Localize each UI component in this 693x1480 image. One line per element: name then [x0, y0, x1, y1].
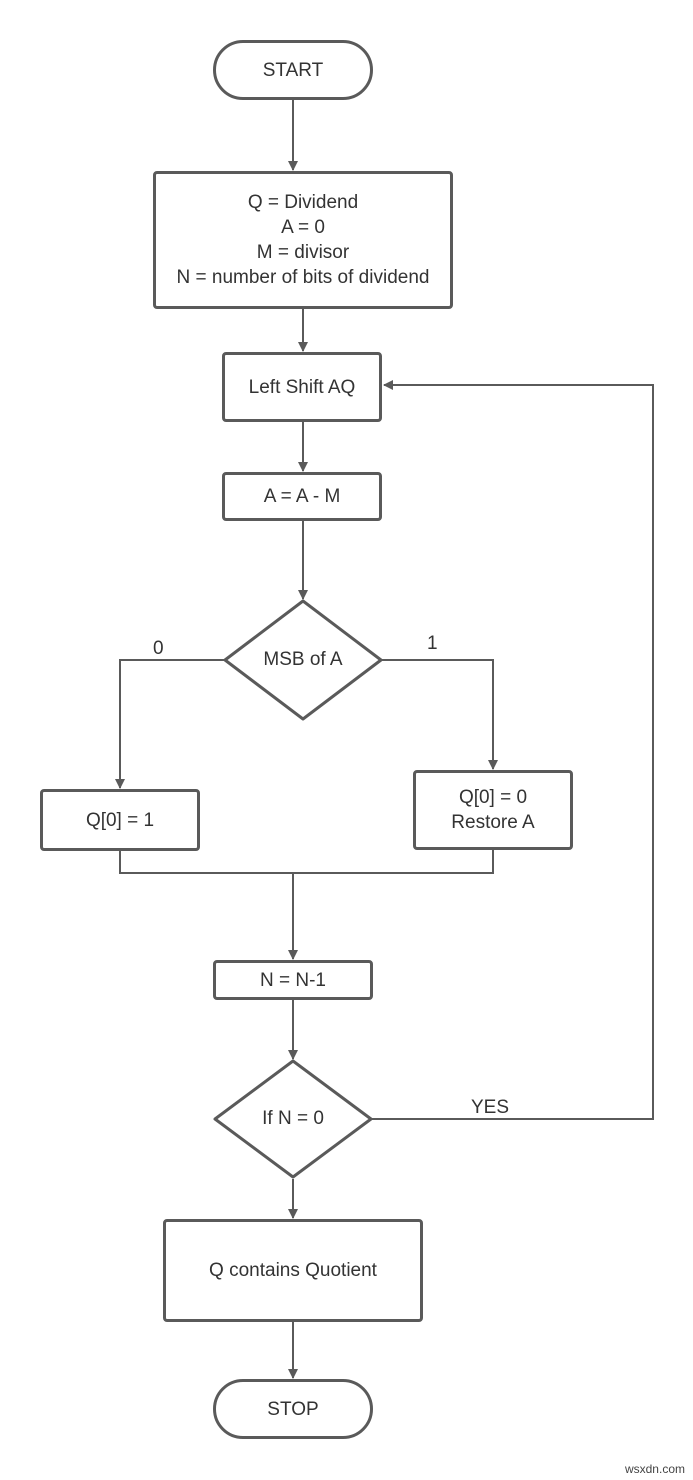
restore-line-q: Q[0] = 0 [458, 787, 528, 808]
edge-yes-loop-to-shift [371, 380, 654, 1120]
shift-label: Left Shift AQ [248, 376, 356, 398]
edge-msb-one-to-restore [381, 659, 498, 770]
msb-one-label: 1 [427, 633, 438, 654]
msb-zero-label: 0 [153, 638, 164, 659]
subtract-process-box: A = A - M [222, 472, 382, 521]
start-label: START [262, 59, 324, 81]
stop-terminal: STOP [213, 1379, 373, 1439]
loop-yes-label: YES [471, 1097, 510, 1118]
restore-process-box: Q[0] = 0 Restore A [413, 770, 573, 850]
init-line-n: N = number of bits of dividend [176, 267, 430, 288]
msb-decision-shape [223, 599, 383, 721]
subtract-label: A = A - M [263, 486, 341, 507]
stop-label: STOP [267, 1398, 319, 1420]
result-label: Q contains Quotient [209, 1260, 377, 1281]
shift-process-box: Left Shift AQ [222, 352, 382, 422]
edge-q1-merge [119, 850, 494, 874]
restore-line-a: Restore A [451, 812, 535, 833]
init-process-box: Q = Dividend A = 0 M = divisor N = numbe… [153, 171, 453, 309]
set-q1-process-box: Q[0] = 1 [40, 789, 200, 851]
set-q1-label: Q[0] = 1 [85, 809, 155, 831]
result-process-box: Q contains Quotient [163, 1219, 423, 1322]
n-decision-shape [213, 1059, 373, 1179]
init-line-q: Q = Dividend [247, 192, 359, 213]
decrement-process-box: N = N-1 [213, 960, 373, 1000]
n-decision-label: If N = 0 [262, 1108, 324, 1129]
init-line-a: A = 0 [281, 217, 325, 238]
msb-decision-label: MSB of A [263, 649, 343, 670]
decrement-label: N = N-1 [260, 969, 326, 991]
start-terminal: START [213, 40, 373, 100]
init-line-m: M = divisor [256, 242, 350, 263]
edge-msb-zero-to-q1 [115, 659, 225, 789]
watermark-text: wsxdn.com [624, 1462, 685, 1476]
